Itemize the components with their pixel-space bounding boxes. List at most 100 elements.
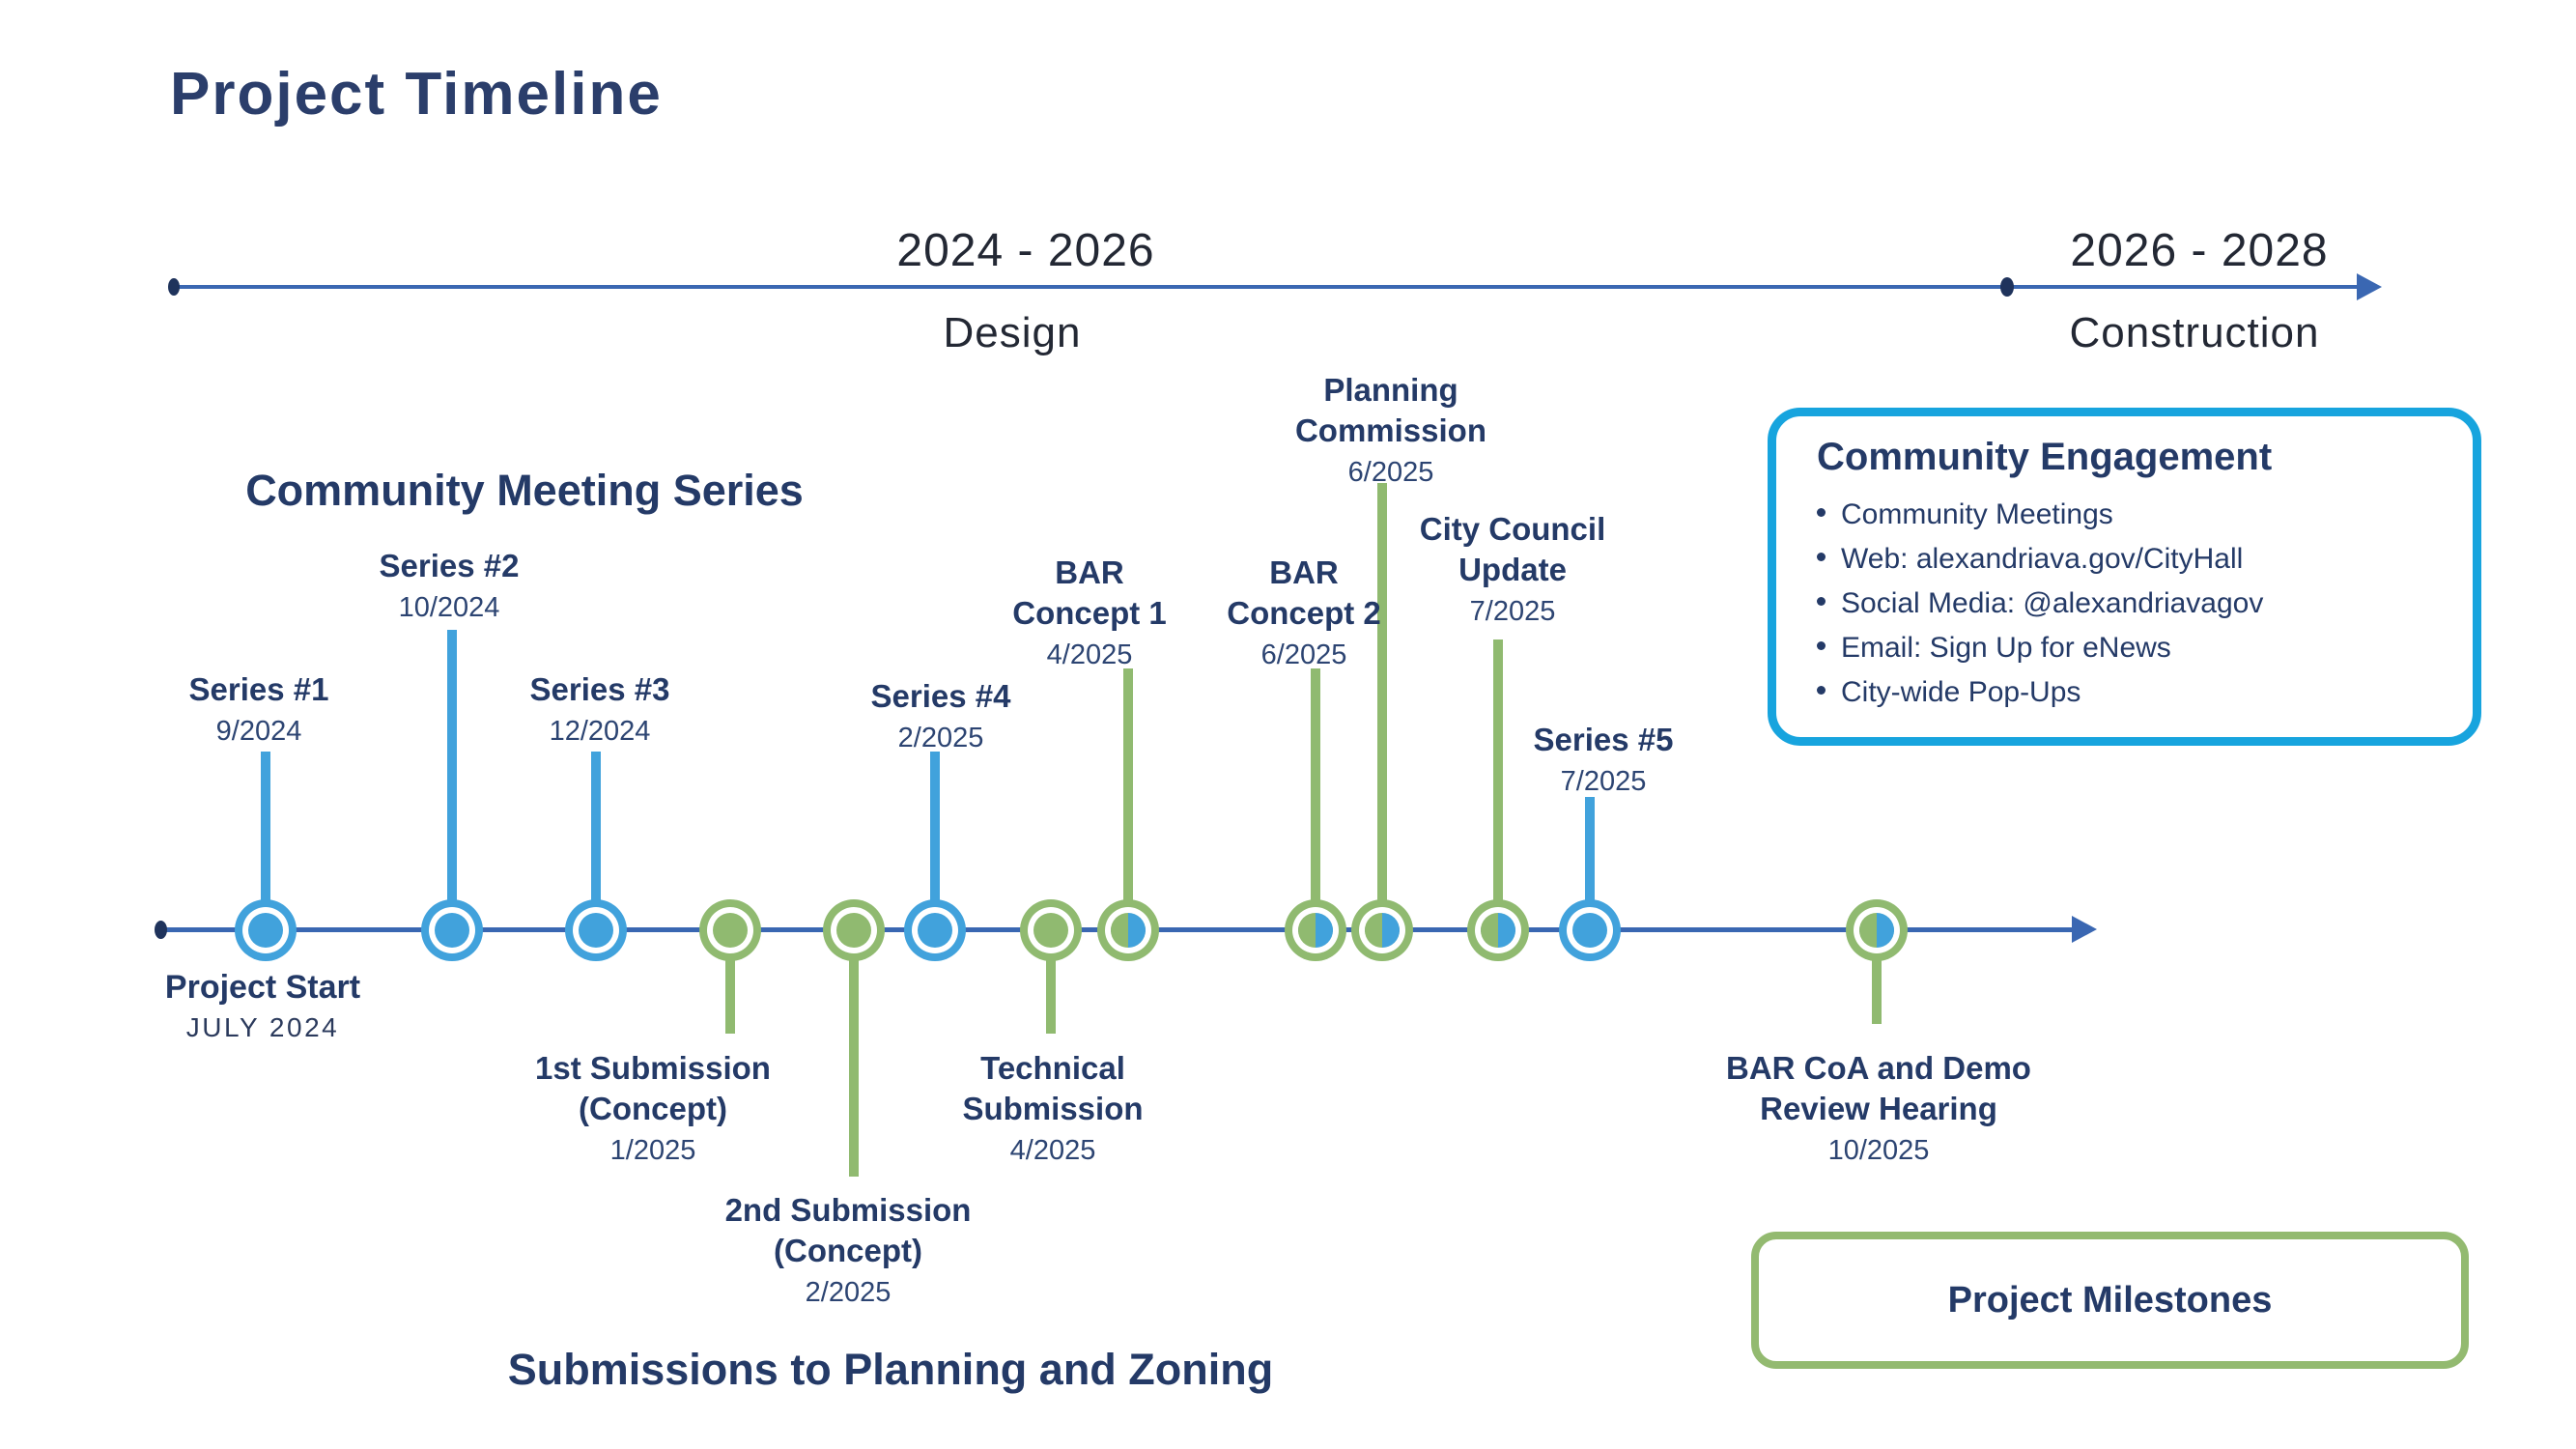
milestone-marker-coa [1859,913,1894,948]
milestone-stem-series5 [1585,797,1595,902]
milestone-name: (Concept) [579,1091,727,1126]
milestone-date: 9/2024 [215,716,302,747]
milestone-label-series5: Series #5 7/2025 [1391,720,1816,803]
milestone-label-bar1: BAR Concept 1 4/2025 [877,553,1302,676]
milestone-date: 4/2025 [1046,639,1133,670]
milestone-stem-series2 [447,630,457,902]
milestone-stem-bar1 [1123,668,1133,902]
milestone-marker-series2 [435,913,469,948]
bullet-icon [1817,508,1826,517]
engagement-list-item: City-wide Pop-Ups [1817,670,2449,715]
milestone-name: Commission [1294,412,1487,448]
phase-axis-start-dot [168,278,180,296]
milestone-stem-series1 [261,752,270,902]
community-meeting-series-heading: Community Meeting Series [245,466,804,515]
project-milestones-label: Project Milestones [1947,1279,2273,1321]
milestone-name: City Council [1419,511,1606,547]
milestone-marker-series5 [1572,913,1607,948]
milestone-name: Series #4 [870,678,1011,714]
milestone-stem-pc [1377,483,1387,902]
milestone-label-bar2: BAR Concept 2 6/2025 [1091,553,1516,676]
milestone-date: 12/2024 [549,716,651,747]
engagement-item-text: City-wide Pop-Ups [1841,676,2081,708]
milestone-date: 6/2025 [1347,457,1434,488]
project-start-label: Project Start [164,969,361,1006]
milestone-stem-sub2 [849,960,859,1177]
milestone-name: BAR CoA and Demo [1726,1050,2031,1086]
milestone-date: 2/2025 [805,1277,892,1308]
phase-divider-dot [2000,277,2014,297]
milestone-stem-series3 [591,752,601,902]
construction-phase-years: 2026 - 2028 [2070,225,2329,276]
milestone-name: Series #1 [188,671,329,707]
engagement-list-item: Email: Sign Up for eNews [1817,626,2449,670]
community-engagement-title: Community Engagement [1817,436,2273,478]
milestone-date: 4/2025 [1009,1135,1096,1166]
milestone-marker-series4 [918,913,952,948]
milestone-name: Concept 2 [1227,595,1381,631]
bullet-icon [1817,686,1826,695]
milestone-marker-sub2 [836,913,871,948]
design-phase-years: 2024 - 2026 [896,225,1155,276]
design-phase-label: Design [943,309,1082,356]
milestone-label-series2: Series #2 10/2024 [237,546,662,629]
engagement-item-text: Community Meetings [1841,498,2113,530]
milestone-name: BAR [1269,554,1339,590]
milestone-name: Technical [980,1050,1125,1086]
milestone-date: 10/2025 [1827,1135,1930,1166]
milestone-label-sub2: 2nd Submission (Concept) 2/2025 [636,1190,1061,1314]
milestone-date: 10/2024 [398,592,500,623]
milestone-label-series1: Series #1 9/2024 [46,669,471,753]
engagement-list-item: Social Media: @alexandriavagov [1817,582,2449,626]
milestone-date: 2/2025 [897,723,984,753]
timeline-axis-arrow-icon [2072,916,2097,943]
milestone-name: Series #2 [379,548,520,583]
milestone-stem-cc [1493,639,1503,902]
page-title: Project Timeline [170,61,663,128]
bullet-icon [1817,597,1826,606]
phase-axis-arrow-icon [2357,273,2382,300]
engagement-list-item: Web: alexandriava.gov/CityHall [1817,537,2449,582]
milestone-marker-sub1 [713,913,748,948]
project-start-date: JULY 2024 [185,1012,340,1042]
milestone-date: 6/2025 [1260,639,1347,670]
phase-axis-line [174,285,2359,289]
milestone-date: 7/2025 [1469,596,1556,627]
submissions-heading: Submissions to Planning and Zoning [507,1345,1274,1394]
milestone-name: Update [1458,552,1567,587]
milestone-name: 1st Submission [535,1050,771,1086]
engagement-list-item: Community Meetings [1817,493,2449,537]
milestone-stem-tech [1046,960,1056,1034]
construction-phase-label: Construction [2069,309,2320,356]
milestone-name: Series #5 [1533,722,1674,757]
milestone-name: 2nd Submission [724,1192,972,1228]
milestone-marker-bar1 [1111,913,1146,948]
milestone-marker-pc [1365,913,1400,948]
milestone-label-sub1: 1st Submission (Concept) 1/2025 [440,1048,865,1172]
milestone-stem-coa [1872,960,1882,1024]
milestone-name: Planning [1323,372,1458,408]
bullet-icon [1817,641,1826,650]
milestone-name: Submission [962,1091,1144,1126]
project-start-label-block: Project Start JULY 2024 [165,969,360,1043]
milestone-name: BAR [1055,554,1124,590]
bullet-icon [1817,553,1826,561]
milestone-name: Concept 1 [1012,595,1167,631]
milestone-date: 1/2025 [609,1135,696,1166]
project-milestones-box: Project Milestones [1751,1232,2469,1369]
milestone-label-series4: Series #4 2/2025 [728,676,1153,759]
milestone-date: 7/2025 [1560,766,1647,797]
milestone-marker-cc [1481,913,1515,948]
engagement-item-text: Email: Sign Up for eNews [1841,632,2171,664]
milestone-name: (Concept) [774,1233,922,1268]
milestone-marker-bar2 [1298,913,1333,948]
milestone-marker-series3 [579,913,613,948]
